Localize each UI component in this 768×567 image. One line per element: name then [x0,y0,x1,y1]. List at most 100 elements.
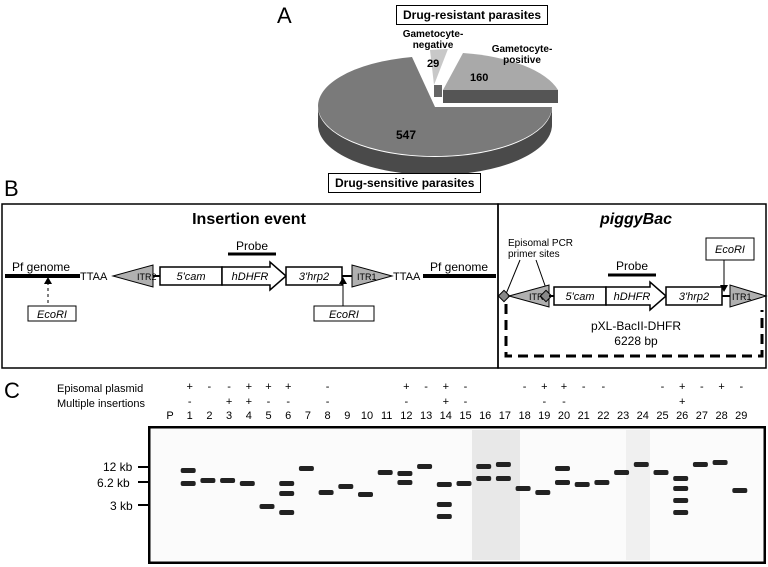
blot-band [673,486,689,491]
blot-band [476,464,492,469]
episomal-mark: + [560,381,568,393]
blot-band [574,482,590,487]
episomal-mark: - [739,381,744,393]
blot-band [298,466,314,471]
blot-band [436,502,452,507]
pie-chart: 547 160 29 [318,49,558,175]
episomal-mark: + [718,381,725,393]
pf-genome-right: Pf genome [430,260,488,274]
marker-ticks [138,466,150,506]
itr2-left: ITR2 [137,272,157,282]
construct-diagram: Insertion event piggyBac Pf genome TTAA … [1,203,768,369]
multiple-mark: - [404,396,409,408]
blot-band [279,481,295,486]
blot-band [397,480,413,485]
episomal-mark: + [245,381,253,393]
panel-b-letter: B [4,176,19,201]
drug-sensitive-label: Drug-sensitive parasites [328,173,482,193]
panel-a-letter: A [277,3,292,28]
episomal-mark: + [186,381,193,393]
lane-label: 21 [577,410,590,422]
ecori-left: EcoRI [37,309,67,321]
lane-label: 17 [498,410,512,422]
pie-value-160: 160 [470,72,488,84]
lane-label: 6 [285,410,292,422]
marker-6kb: 6.2 kb [97,476,130,490]
blot-band [279,491,295,496]
gametocyte-positive-label: Gametocyte-positive [491,44,553,66]
ecori-mid: EcoRI [329,309,359,321]
blot-band [594,480,610,485]
pie-slice-positive-side [443,90,558,103]
episomal-mark: + [403,381,410,393]
lane-label: 14 [439,410,452,422]
plasmid-name: pXL-BacII-DHFR [591,319,681,333]
blot-band [436,482,452,487]
episomal-mark: - [700,381,704,393]
blot-band [732,488,748,493]
episomal-mark: + [284,381,292,393]
episomal-mark: - [207,381,212,393]
multiple-mark: - [266,396,271,408]
ecori-right: EcoRI [715,244,745,256]
ttaa-right: TTAA [393,271,421,283]
insertion-event-title: Insertion event [192,211,306,228]
blot-band [377,470,393,475]
episomal-mark: - [463,381,468,393]
lane-label: 20 [557,410,571,422]
episomal-mark: + [678,381,686,393]
blot-band [436,514,452,519]
multiple-mark: - [286,396,291,408]
multiple-mark: - [187,396,192,408]
blot-band [712,460,728,465]
blot-band [692,462,708,467]
blot-band [614,470,630,475]
itr1-left: ITR1 [357,272,377,282]
blot-band [239,481,255,486]
blot-band [200,478,216,483]
pie-slice-sensitive-side [318,107,552,175]
gametocyte-negative-label: Gametocyte-negative [402,29,464,51]
marker-3kb: 3 kb [110,499,133,513]
pie-slice-sensitive [318,57,552,157]
blot-band [397,471,413,476]
pie-slice-positive [443,53,558,90]
cam-left: 5'cam [177,271,206,283]
hrp2-left: 3'hrp2 [299,271,329,283]
episomal-pcr-label-2: primer sites [508,249,560,260]
lane-label: 19 [538,410,551,422]
pie-value-547: 547 [396,128,416,142]
blot-band [180,468,196,473]
blot-band [673,498,689,503]
episomal-mark: - [325,381,330,393]
blot-band [318,490,334,495]
multiple-mark: - [542,396,547,408]
lane-label: 29 [735,410,748,422]
lane-label: P [166,410,174,422]
lane-label: 5 [265,410,272,422]
lane-label: 7 [304,410,311,422]
plasmid-size: 6228 bp [614,334,658,348]
hdhfr-left: hDHFR [232,271,269,283]
blot-band [259,504,275,509]
lane-label: 12 [400,410,413,422]
episomal-plasmid-label: Episomal plasmid [57,383,144,395]
blot-band [180,481,196,486]
blot-band [535,490,551,495]
blot-band [495,462,511,467]
blot-band [633,462,649,467]
blot-band [673,510,689,515]
lane-label: 25 [656,410,669,422]
lane-label: 22 [597,410,610,422]
lane-label: 26 [676,410,689,422]
multiple-mark: - [463,396,468,408]
episomal-mark: - [227,381,231,393]
episomal-mark: + [265,381,272,393]
blot-band [417,464,433,469]
multiple-mark: - [325,396,330,408]
blot-band [220,478,236,483]
lane-label: 2 [206,410,213,422]
lane-label: 15 [459,410,472,422]
blot-band [338,484,354,489]
blot-band [495,476,511,481]
